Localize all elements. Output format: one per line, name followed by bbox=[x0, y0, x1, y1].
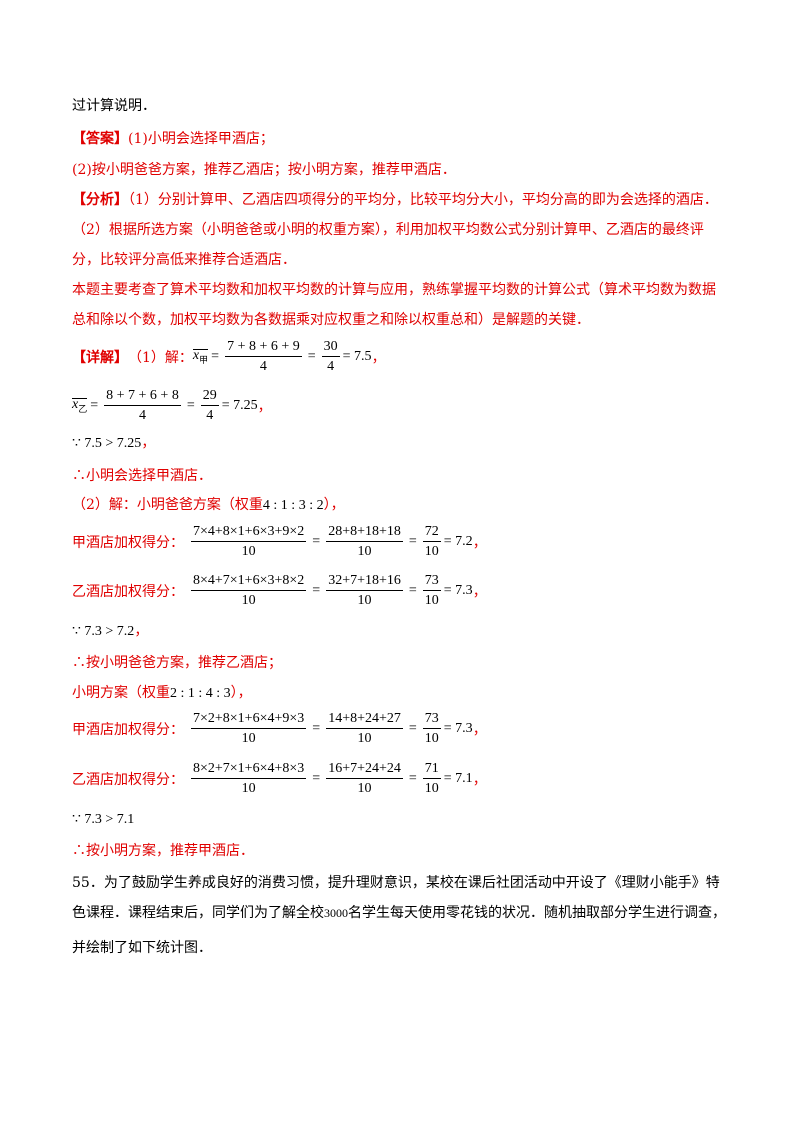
dad-jia-den2: 10 bbox=[357, 544, 372, 559]
analysis-line-1: 【分析】（1）分别计算甲、乙酒店四项得分的平均分，比较平均分大小，平均分高的即为… bbox=[72, 190, 718, 210]
xbar-jia-var: x甲 bbox=[192, 347, 209, 365]
xbar-yi-var: x乙 bbox=[72, 396, 88, 414]
xm-jia-den1: 10 bbox=[241, 731, 256, 746]
xm-yi-num1: 8×2+7×1+6×4+8×3 bbox=[191, 760, 307, 779]
answer-tag: 【答案】 bbox=[72, 131, 128, 147]
dad-yi-num3: 73 bbox=[422, 572, 441, 591]
xbar-yi-den2: 4 bbox=[206, 408, 214, 423]
detail-part1-label: （1）解： bbox=[128, 349, 193, 366]
answer-line-1: 【答案】(1)小明会选择甲酒店； bbox=[72, 129, 274, 149]
xm-yi-num2: 16+7+24+24 bbox=[326, 760, 403, 779]
xbar-jia-den2: 4 bbox=[327, 359, 335, 374]
xm-yi-num3: 71 bbox=[422, 760, 441, 779]
xbar-jia-result: = 7.5 bbox=[342, 348, 372, 364]
detail-tag: 【详解】 bbox=[72, 349, 128, 366]
dad-yi-den2: 10 bbox=[357, 593, 372, 608]
xbar-jia-num1: 7 + 8 + 6 + 9 bbox=[225, 338, 302, 357]
xbar-jia-tail: ， bbox=[371, 349, 386, 366]
xm-jia-result: = 7.3 bbox=[443, 720, 473, 736]
xm-header: 小明方案（权重2 : 1 : 4 : 3）， bbox=[72, 685, 252, 701]
xm-yi-den2: 10 bbox=[357, 781, 372, 796]
xm-jia-num3: 73 bbox=[422, 710, 441, 729]
analysis-text-1: （1）分别计算甲、乙酒店四项得分的平均分，比较平均分大小，平均分高的即为会选择的… bbox=[128, 192, 718, 208]
dad-jia-label: 甲酒店加权得分： bbox=[72, 534, 184, 551]
xbar-yi-num1: 8 + 7 + 6 + 8 bbox=[104, 387, 181, 406]
dad-yi-result: = 7.3 bbox=[443, 582, 473, 598]
xbar-yi-result: = 7.25 bbox=[221, 397, 258, 413]
compare-1: ∵ 7.5 > 7.25， bbox=[72, 435, 156, 451]
analysis-line-2: （2）根据所选方案（小明爸爸或小明的权重方案），利用加权平均数公式分别计算甲、乙… bbox=[72, 222, 704, 238]
q55-line-2: 色课程．课程结束后，同学们为了解全校3000名学生每天使用零花钱的状况．随机抽取… bbox=[72, 905, 726, 921]
answer-part2: (2)按小明爸爸方案，推荐乙酒店；按小明方案，推荐甲酒店． bbox=[72, 162, 456, 178]
xm-yi-result: = 7.1 bbox=[443, 770, 473, 786]
xbar-yi-den1: 4 bbox=[138, 408, 146, 423]
conclude-3: ∴按小明方案，推荐甲酒店． bbox=[72, 843, 254, 859]
xm-yi-den1: 10 bbox=[241, 781, 256, 796]
part2-weights: 4 : 1 : 3 : 2 bbox=[262, 498, 324, 513]
compare-3: ∵ 7.3 > 7.1 bbox=[72, 812, 135, 827]
xbar-jia-den1: 4 bbox=[259, 359, 267, 374]
dad-jia-den1: 10 bbox=[241, 544, 256, 559]
xm-jia-den3: 10 bbox=[424, 731, 439, 746]
compare-2: ∵ 7.3 > 7.2， bbox=[72, 623, 149, 639]
xm-jia-num2: 14+8+24+27 bbox=[326, 710, 403, 729]
xm-jia-num1: 7×2+8×1+6×4+9×3 bbox=[191, 710, 307, 729]
analysis-line-3: 分，比较评分高低来推荐合适酒店． bbox=[72, 252, 296, 268]
analysis-tag: 【分析】 bbox=[72, 192, 128, 208]
q55-line-3: 并绘制了如下统计图． bbox=[72, 940, 212, 956]
part2-header: （2）解：小明爸爸方案（权重4 : 1 : 3 : 2）， bbox=[72, 497, 345, 513]
dad-jia-num1: 7×4+8×1+6×3+9×2 bbox=[191, 523, 307, 542]
xm-jia-label: 甲酒店加权得分： bbox=[72, 721, 184, 738]
dad-yi-label: 乙酒店加权得分： bbox=[72, 583, 184, 600]
xbar-jia-num2: 30 bbox=[321, 338, 340, 357]
xm-jia-den2: 10 bbox=[357, 731, 372, 746]
xm-yi-den3: 10 bbox=[424, 781, 439, 796]
q55-student-count: 3000 bbox=[324, 906, 348, 920]
conclude-2: ∴按小明爸爸方案，推荐乙酒店； bbox=[72, 655, 282, 671]
xbar-yi-num2: 29 bbox=[200, 387, 219, 406]
dad-yi-den1: 10 bbox=[241, 593, 256, 608]
xm-weights: 2 : 1 : 4 : 3 bbox=[170, 686, 231, 701]
dad-yi-den3: 10 bbox=[424, 593, 439, 608]
dad-yi-num1: 8×4+7×1+6×3+8×2 bbox=[191, 572, 307, 591]
answer-part1: (1)小明会选择甲酒店； bbox=[128, 131, 274, 147]
q55-line-1: 55．为了鼓励学生养成良好的消费习惯，提升理财意识，某校在课后社团活动中开设了《… bbox=[72, 875, 720, 891]
question-text-tail: 过计算说明． bbox=[72, 98, 156, 114]
dad-yi-num2: 32+7+18+16 bbox=[326, 572, 403, 591]
dad-jia-den3: 10 bbox=[424, 544, 439, 559]
dad-jia-result: = 7.2 bbox=[443, 533, 473, 549]
dad-jia-num3: 72 bbox=[422, 523, 441, 542]
analysis-line-5: 总和除以个数，加权平均数为各数据乘对应权重之和除以权重总和）是解题的关键． bbox=[72, 312, 590, 328]
analysis-line-4: 本题主要考查了算术平均数和加权平均数的计算与应用，熟练掌握平均数的计算公式（算术… bbox=[72, 282, 716, 298]
xbar-yi-tail: ， bbox=[257, 398, 272, 415]
xm-yi-label: 乙酒店加权得分： bbox=[72, 771, 184, 788]
dad-jia-num2: 28+8+18+18 bbox=[326, 523, 403, 542]
conclude-1: ∴小明会选择甲酒店． bbox=[72, 468, 212, 484]
